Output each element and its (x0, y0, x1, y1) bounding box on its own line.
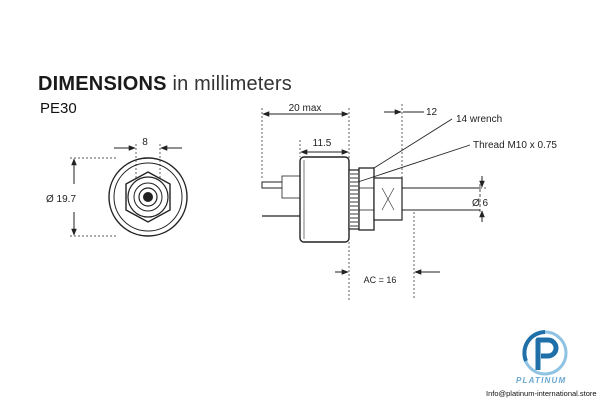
wrench-label: 14 wrench (456, 114, 502, 125)
side-view (261, 104, 486, 300)
logo-letter-p (535, 337, 559, 370)
front-shaft-ring (133, 182, 163, 212)
platinum-logo (522, 330, 568, 376)
front-view (70, 144, 188, 237)
front-bushing (127, 176, 169, 218)
front-shaft-core (143, 192, 153, 202)
page-title: DIMENSIONS in millimeters (38, 73, 292, 96)
front-shaft (138, 187, 158, 207)
model-label: PE30 (40, 100, 77, 117)
front-hex-nut (125, 171, 171, 223)
bushing-length-label: 12 (426, 107, 438, 118)
thread-leader (357, 144, 471, 183)
title-bold: DIMENSIONS (38, 73, 167, 95)
wrench-leader (373, 118, 453, 169)
shaft-length-label: AC = 16 (364, 275, 397, 285)
overall-length-label: 20 max (289, 103, 322, 114)
diameter-label: Ø 19.7 (46, 194, 76, 205)
contact-email[interactable]: Info@platinum-international.store (486, 389, 597, 398)
thread-hatching (350, 173, 358, 227)
thread-label: Thread M10 x 0.75 (473, 140, 557, 151)
pot-body (299, 156, 350, 243)
bushing-thread (348, 169, 360, 230)
body-length-label: 11.5 (313, 138, 332, 149)
nut-width-label: 8 (142, 137, 148, 148)
front-outer-body (108, 157, 188, 237)
brand-name: PLATINUM (516, 376, 567, 385)
front-body-inner-ring (113, 162, 183, 232)
shaft-diameter-label: Ø 6 (472, 198, 489, 209)
title-suffix: in millimeters (166, 73, 292, 95)
logo-arc-dark (522, 330, 546, 362)
terminal-mid (281, 175, 301, 199)
